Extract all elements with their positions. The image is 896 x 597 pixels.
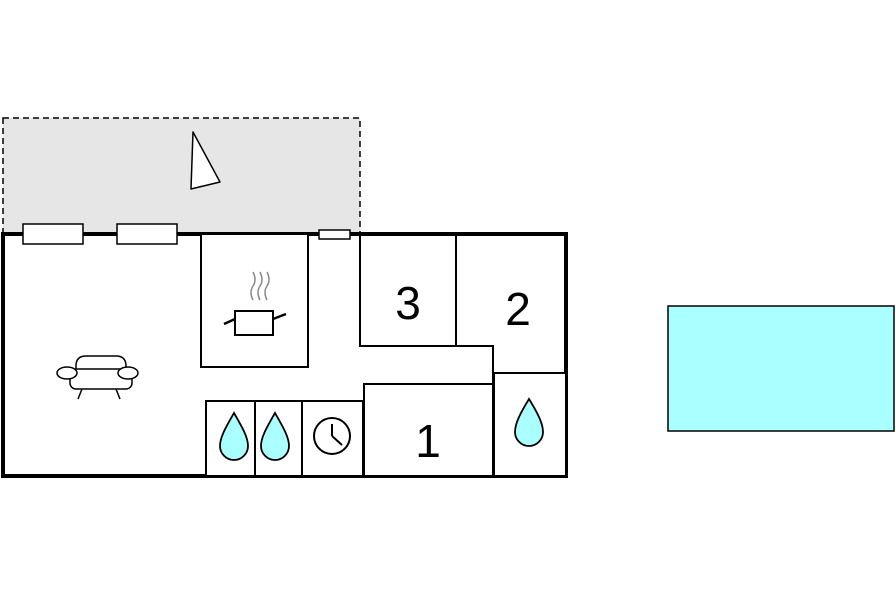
sofa-icon	[56, 355, 139, 400]
window	[116, 223, 178, 245]
bedroom-3-walls	[359, 234, 494, 384]
room-number-3: 3	[395, 277, 421, 329]
room-number-2: 2	[505, 283, 531, 335]
terrace	[2, 117, 361, 235]
water-drop-icon	[260, 411, 290, 461]
door	[318, 229, 351, 240]
room-number-1: 1	[415, 415, 441, 467]
water-drop-icon	[219, 411, 249, 461]
water-drop-icon	[514, 397, 544, 447]
window	[22, 223, 84, 245]
clock-icon	[313, 417, 351, 455]
cooking-pot-icon	[223, 271, 287, 336]
north-arrow-icon	[190, 131, 221, 190]
pool	[667, 305, 895, 432]
kitchen	[200, 233, 309, 368]
